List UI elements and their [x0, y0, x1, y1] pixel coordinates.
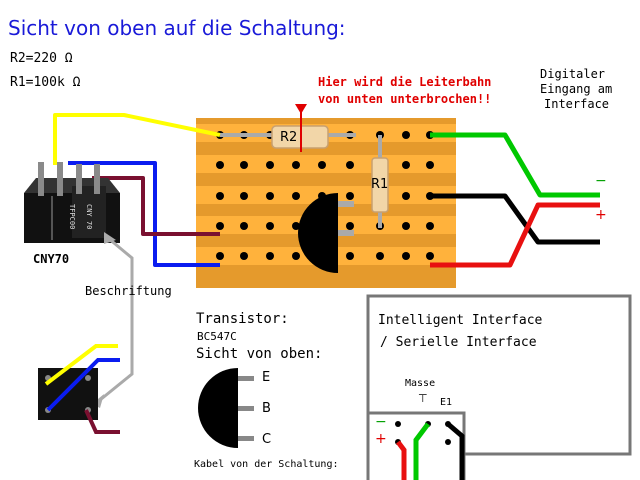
board-hole [266, 222, 274, 230]
board-hole [346, 222, 354, 230]
board-hole [292, 192, 300, 200]
board-hole [216, 161, 224, 169]
cny70-wires [53, 113, 221, 267]
r1-label: R1 [371, 177, 389, 192]
board-hole [216, 252, 224, 260]
pin-c-label: C [262, 432, 272, 447]
interface-plus: + [375, 431, 387, 447]
e1-label: E1 [440, 397, 453, 408]
digital-input-line3: Interface [544, 97, 610, 111]
ground-icon: ⊤ [418, 392, 428, 405]
r1-resistor [371, 135, 389, 228]
digital-minus: − [595, 173, 607, 189]
board-hole [402, 131, 410, 139]
r2-label: R2 [280, 130, 298, 145]
cny70-bottom-view [38, 344, 120, 434]
board-hole [240, 222, 248, 230]
interface-title-line2: / Serielle Interface [380, 335, 537, 350]
board-hole [318, 161, 326, 169]
board-transistor [298, 193, 354, 273]
r2-resistor [220, 104, 356, 152]
cny70-imprint-left: TFPC00 [68, 204, 76, 230]
transistor-pinout [198, 368, 254, 448]
label-caption: Beschriftung [85, 284, 172, 298]
cable-caption: Kabel von der Schaltung: [194, 459, 339, 470]
board-hole [346, 252, 354, 260]
transistor-model: BC547C [197, 330, 237, 343]
pin-e-label: E [262, 370, 271, 385]
board-hole [240, 192, 248, 200]
cny70-imprint-right: CNY 70 [85, 204, 93, 230]
board-hole [346, 192, 354, 200]
board-hole [426, 161, 434, 169]
board-hole [346, 161, 354, 169]
digital-input-line2: Eingang am [540, 82, 613, 96]
board-hole [266, 161, 274, 169]
board-hole [292, 252, 300, 260]
r1-spec: R1=100k Ω [10, 75, 81, 90]
interface-wires [430, 132, 600, 268]
digital-input-line1: Digitaler [540, 67, 606, 81]
digital-plus: + [595, 207, 607, 223]
interface-minus: − [375, 414, 387, 430]
pin-b-label: B [262, 401, 271, 416]
board-hole [426, 252, 434, 260]
board-hole [240, 161, 248, 169]
transistor-view: Sicht von oben: [196, 346, 323, 362]
board-hole [402, 252, 410, 260]
board-hole [402, 222, 410, 230]
board-hole [426, 222, 434, 230]
board-hole [292, 161, 300, 169]
board-hole [216, 192, 224, 200]
cny70-sensor [24, 162, 120, 243]
page-title: Sicht von oben auf die Schaltung: [8, 16, 346, 40]
board-hole [240, 252, 248, 260]
break-arrow-icon [295, 104, 307, 114]
break-note-line1: Hier wird die Leiterbahn [318, 75, 492, 89]
masse-label: Masse [405, 378, 436, 389]
board-hole [266, 252, 274, 260]
break-note-line2: von unten unterbrochen!! [318, 92, 492, 106]
cny70-label: CNY70 [33, 252, 70, 266]
board-hole [376, 252, 384, 260]
board-hole [216, 222, 224, 230]
board-hole [292, 222, 300, 230]
board-hole [402, 161, 410, 169]
board-hole [266, 192, 274, 200]
interface-box [366, 294, 632, 480]
board-hole [402, 192, 410, 200]
r2-spec: R2=220 Ω [10, 51, 73, 66]
interface-title-line1: Intelligent Interface [378, 313, 543, 328]
transistor-title: Transistor: [196, 311, 289, 327]
